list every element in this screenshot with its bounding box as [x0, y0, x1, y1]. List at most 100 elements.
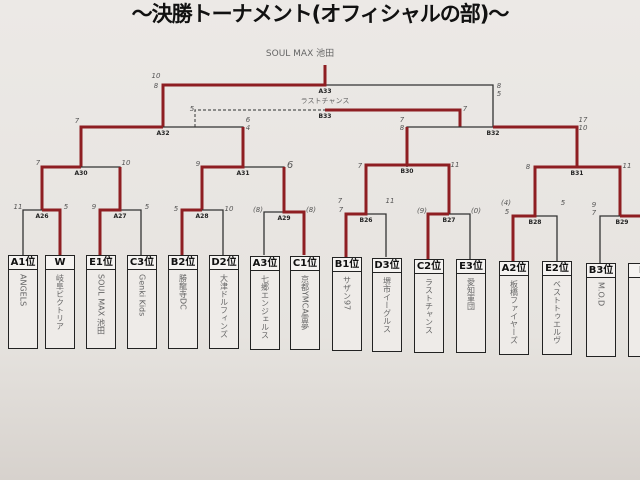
match-id: A27 [114, 213, 127, 220]
team-box: B2位勝龍寺DC [168, 255, 198, 349]
a28-winner [180, 208, 202, 255]
match-id: B33 [319, 113, 332, 120]
b31-winner [577, 165, 622, 216]
score: 10 [579, 124, 588, 132]
a32-winner [79, 125, 163, 167]
team-name: サザン97 [342, 276, 352, 311]
team-name: ANGELS [18, 274, 28, 307]
seed-label: D [629, 264, 640, 278]
team-box: A1位 ANGELS [8, 255, 38, 349]
b30-winner [405, 127, 451, 214]
score: 11 [451, 161, 460, 169]
seed-label: B1位 [333, 258, 361, 272]
team-box: D [628, 263, 640, 357]
score: 11 [623, 162, 632, 170]
team-box: B1位サザン97 [332, 257, 362, 351]
match-id: A30 [75, 170, 88, 177]
team-name: ラストチャンス [424, 278, 434, 334]
seed-label: E2位 [543, 262, 571, 276]
score: 5 [174, 205, 179, 213]
score: 7 [463, 105, 468, 113]
team-name: M.O.D [596, 282, 606, 307]
score: 5 [145, 203, 150, 211]
team-name: Genki Kids [137, 274, 147, 317]
team-name: 京都YMCA雷夢 [300, 275, 310, 330]
score: 11 [386, 197, 395, 205]
team-name: 七郷エンジェルス [260, 275, 270, 339]
score: 5 [497, 90, 502, 98]
score: 9 [92, 203, 97, 211]
team-box: C1位京都YMCA雷夢 [290, 256, 320, 350]
seed-label: A3位 [251, 257, 279, 271]
b27-winner [426, 212, 449, 259]
match-id: B26 [360, 217, 373, 224]
match-id: A26 [36, 213, 49, 220]
match-id: B28 [529, 219, 542, 226]
seed-label: D3位 [373, 259, 401, 273]
score: 4 [246, 124, 250, 132]
team-box: E3位愛知軍団 [456, 259, 486, 353]
team-box: D2位大津ドルフィンズ [209, 255, 239, 349]
page-title: ～決勝トーナメント(オフィシャルの部)～ [131, 2, 510, 26]
team-name: 板橋ファイヤーズ [509, 280, 519, 344]
match-id: B29 [616, 219, 629, 226]
team-box: C2位ラストチャンス [414, 259, 444, 353]
team-name: 愛知軍団 [466, 278, 476, 310]
match-id: A29 [278, 215, 291, 222]
match-id: B30 [401, 168, 414, 175]
b28-winner [511, 165, 577, 261]
score: 7 [400, 116, 405, 124]
team-name: 岐阜ビクトリア [55, 274, 65, 330]
score: 8 [526, 163, 531, 171]
match-id: B32 [487, 130, 500, 137]
score: 8 [154, 82, 159, 90]
third-winner-path [325, 108, 462, 127]
a31-winner [200, 127, 245, 210]
score: 11 [14, 203, 23, 211]
seed-label: W [46, 256, 74, 270]
score: 8 [497, 82, 502, 90]
team-name: 堺市イーグルス [382, 277, 392, 333]
b26-winner [344, 163, 407, 257]
team-box: C3位 Genki Kids [127, 255, 157, 349]
match-id: B27 [443, 217, 456, 224]
champion-label: SOUL MAX 池田 [266, 47, 334, 59]
seed-label: B2位 [169, 256, 197, 270]
match-id: A31 [237, 170, 250, 177]
score: (9) [417, 207, 427, 215]
score: 7 [36, 159, 41, 167]
team-name: 勝龍寺DC [178, 274, 188, 310]
final-winner-path [161, 65, 327, 127]
team-box: W 岐阜ビクトリア [45, 255, 75, 349]
third-bracket [194, 109, 460, 127]
seed-label: A2位 [500, 262, 528, 276]
score: 9 [592, 201, 597, 209]
team-name: 大津ドルフィンズ [219, 274, 229, 338]
score: 6 [246, 116, 251, 124]
scores: 10 8 8 5 5 7 7 6 4 7 8 17 10 7 10 9 6 7 … [14, 72, 632, 217]
score: (8) [306, 206, 316, 214]
seed-label: E3位 [457, 260, 485, 274]
match-id: A28 [196, 213, 209, 220]
seed-label: A1位 [9, 256, 37, 270]
score: 17 [579, 116, 588, 124]
seed-label: D2位 [210, 256, 238, 270]
score: 9 [196, 160, 201, 168]
match-id: B31 [571, 170, 584, 177]
seed-label: C1位 [291, 257, 319, 271]
score: 10 [225, 205, 234, 213]
score: 10 [152, 72, 161, 80]
score: 10 [122, 159, 131, 167]
final-label: ラストチャンス [301, 97, 350, 105]
team-box: A2位板橋ファイヤーズ [499, 261, 529, 355]
seed-label: C3位 [128, 256, 156, 270]
a27-winner [98, 167, 122, 255]
score: (4) [501, 199, 511, 207]
score: 7 [338, 197, 343, 205]
score: 7 [339, 206, 344, 214]
score: 5 [64, 203, 69, 211]
team-name: ベストトゥエルヴ [552, 280, 562, 344]
team-name: SOUL MAX 池田 [96, 274, 106, 335]
